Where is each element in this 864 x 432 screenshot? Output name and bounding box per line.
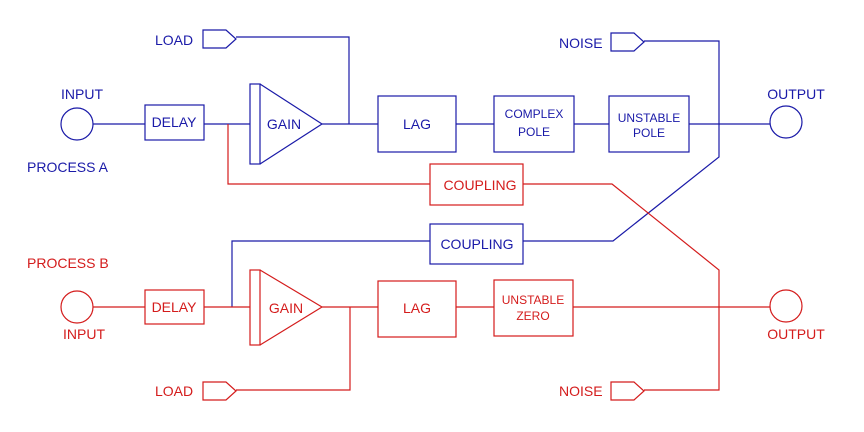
process-a-complex-pole-line1: COMPLEX [505, 107, 564, 121]
process-b-delay-label: DELAY [152, 299, 198, 315]
process-a-load-wire [236, 36, 350, 124]
process-a-noise-wire [523, 40, 720, 242]
process-b-load-label: LOAD [155, 383, 193, 399]
process-b-unstable-zero-block [493, 279, 574, 337]
process-b-input-label: INPUT [63, 326, 105, 342]
process-a-coupling-wire [231, 240, 430, 307]
process-b-input-port [60, 290, 94, 324]
process-a-unstable-pole-line2: POLE [633, 126, 665, 140]
process-b-noise-wire [523, 183, 720, 391]
process-b-lag-label: LAG [403, 300, 431, 316]
process-a-gain-label: GAIN [267, 116, 301, 132]
process-b-coupling-wire [227, 124, 430, 185]
process-b-output-label: OUTPUT [767, 326, 825, 342]
process-a-coupling-label: COUPLING [440, 236, 513, 252]
process-b-load-wire [236, 307, 351, 391]
process-a-delay-block [144, 104, 205, 141]
process-b-coupling-label: COUPLING [443, 177, 516, 193]
process-a-group [60, 29, 803, 307]
process-b-title: PROCESS B [27, 255, 109, 271]
process-a-lag-label: LAG [403, 116, 431, 132]
process-b-unstable-zero-line1: UNSTABLE [502, 293, 564, 307]
process-a-unstable-pole-line1: UNSTABLE [618, 111, 680, 125]
process-b-noise-label: NOISE [559, 383, 603, 399]
process-a-input-label: INPUT [61, 86, 103, 102]
process-b-lag-block [377, 280, 457, 338]
process-a-title: PROCESS A [27, 159, 109, 175]
process-a-noise-label: NOISE [559, 35, 603, 51]
process-b-load-tag [202, 381, 237, 401]
process-b-noise-tag [610, 381, 645, 401]
process-b-group [60, 124, 803, 401]
process-a-input-port [60, 107, 94, 141]
process-a-complex-pole-block [493, 95, 575, 153]
process-b-output-port [769, 289, 803, 323]
process-a-output-label: OUTPUT [767, 86, 825, 102]
process-b-gain-label: GAIN [269, 300, 303, 316]
process-a-output-port [769, 105, 803, 139]
process-a-noise-tag [610, 32, 645, 52]
process-a-load-tag [202, 29, 237, 49]
process-a-delay-label: DELAY [152, 114, 198, 130]
process-a-coupling-block [429, 223, 524, 265]
process-a-complex-pole-line2: POLE [518, 125, 550, 139]
process-b-unstable-zero-line2: ZERO [516, 309, 549, 323]
process-a-load-label: LOAD [155, 32, 193, 48]
